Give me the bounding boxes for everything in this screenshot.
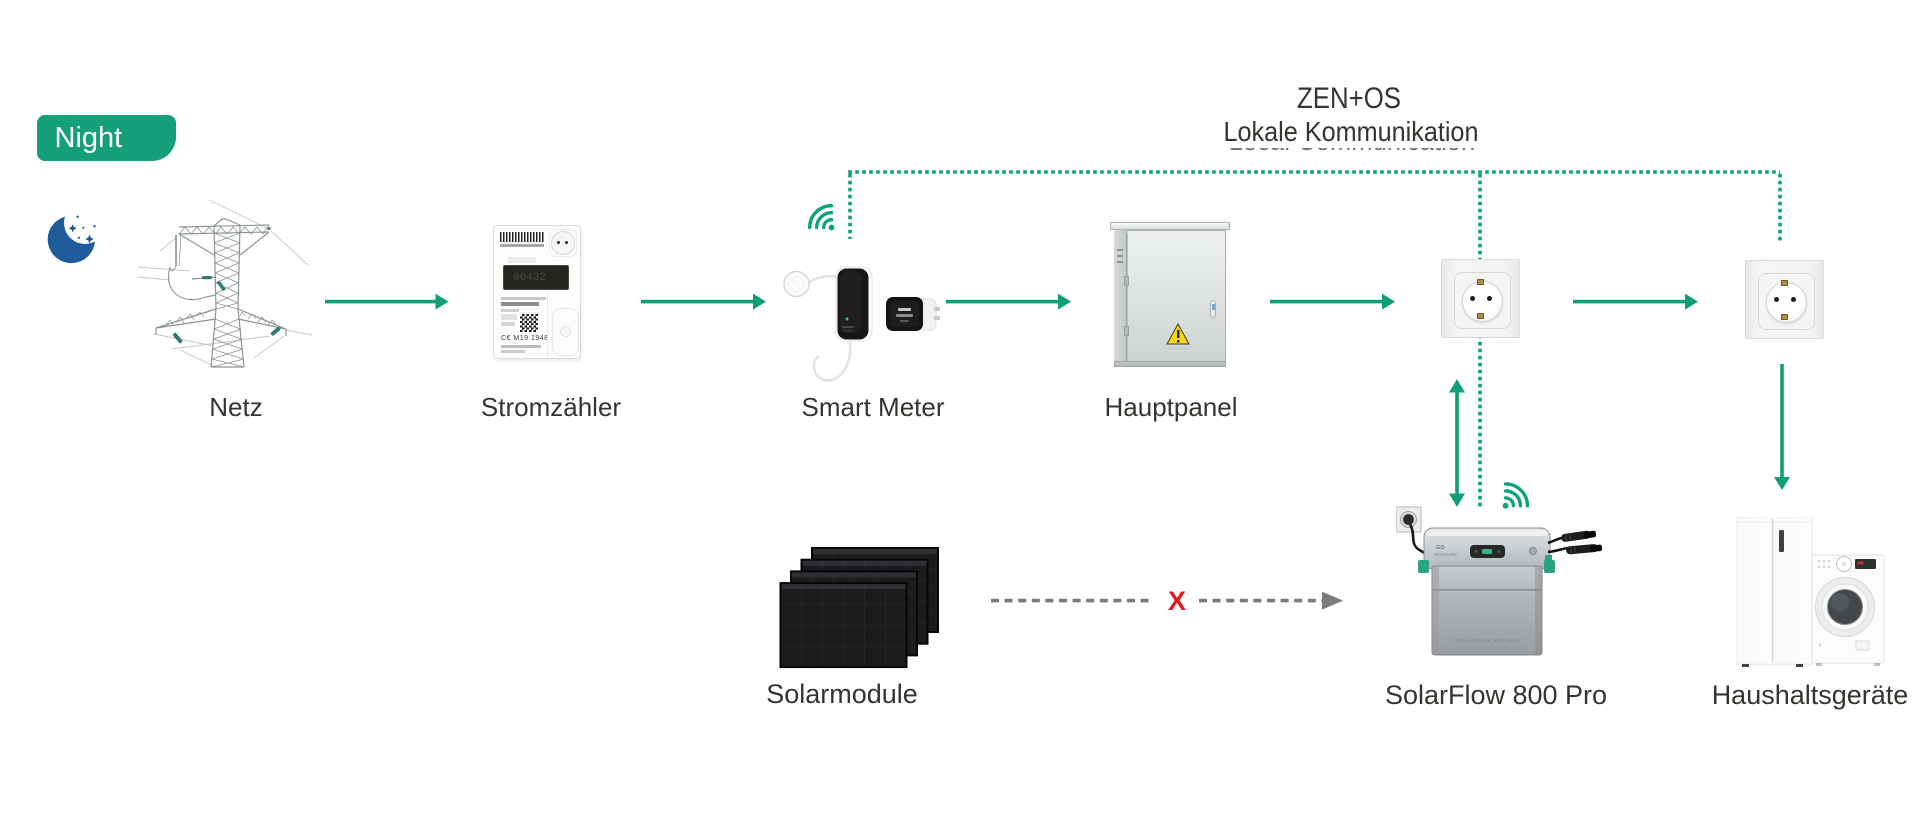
svg-text:GO: GO	[1436, 545, 1445, 551]
svg-text:SOLARFLOW 800 PRO: SOLARFLOW 800 PRO	[1455, 638, 1520, 644]
svg-text:X: X	[1168, 586, 1186, 616]
svg-text:ZENDURE: ZENDURE	[1434, 552, 1457, 558]
